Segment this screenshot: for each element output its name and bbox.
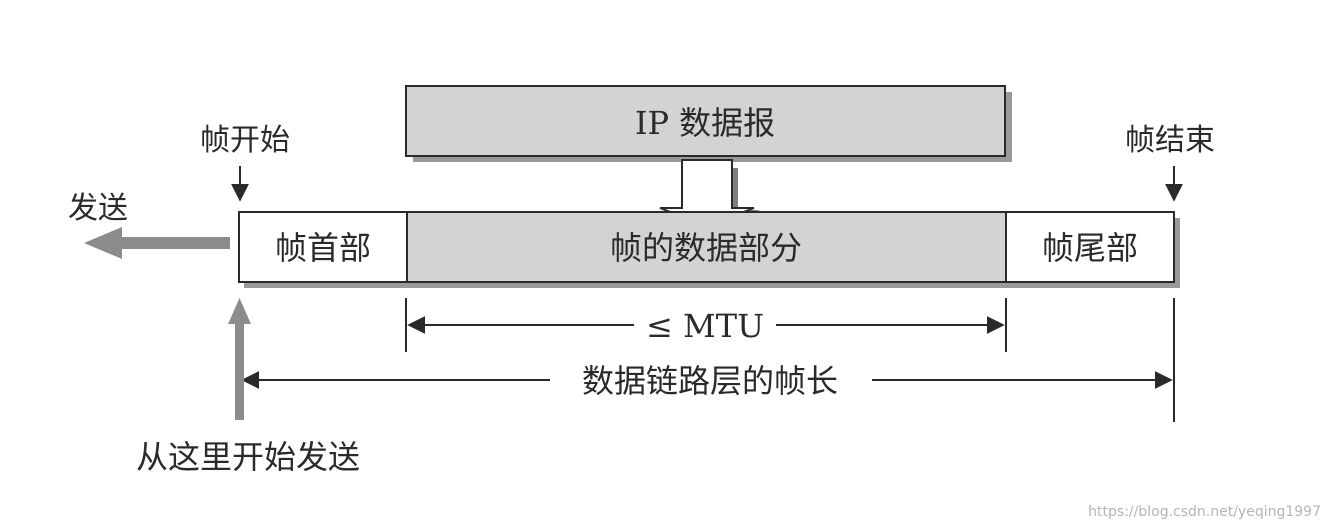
frame-data-label: 帧的数据部分	[610, 229, 802, 267]
ip-datagram-label: IP 数据报	[635, 104, 775, 142]
frame-length-dimension: 数据链路层的帧长	[241, 298, 1175, 422]
frame-trailer-rect	[1005, 211, 1175, 283]
start-sending-label: 从这里开始发送	[136, 438, 360, 476]
send-direction-arrow	[84, 227, 230, 259]
mtu-label: ≤ MTU	[646, 307, 764, 345]
send-label: 发送	[68, 191, 128, 226]
frame-length-label: 数据链路层的帧长	[582, 362, 838, 400]
start-sending-arrow-head	[228, 298, 251, 324]
ip-datagram-box: IP 数据报	[405, 85, 1012, 162]
ip-datagram-rect	[405, 85, 1006, 157]
start-sending-arrow	[228, 298, 251, 420]
frame-header-label: 帧首部	[275, 229, 371, 267]
frame-start-label: 帧开始	[200, 123, 290, 158]
mtu-dimension: ≤ MTU	[405, 298, 1007, 352]
frame-trailer-label: 帧尾部	[1042, 229, 1138, 267]
send-arrow-shaft	[118, 237, 230, 249]
watermark-text: https://blog.csdn.net/yeqing1997	[1088, 504, 1321, 520]
frame-end-label: 帧结束	[1125, 123, 1215, 158]
send-arrow-head	[84, 227, 122, 259]
start-sending-arrow-shaft	[235, 318, 244, 420]
frame-bar: 帧首部 帧的数据部分 帧尾部	[238, 211, 1180, 288]
